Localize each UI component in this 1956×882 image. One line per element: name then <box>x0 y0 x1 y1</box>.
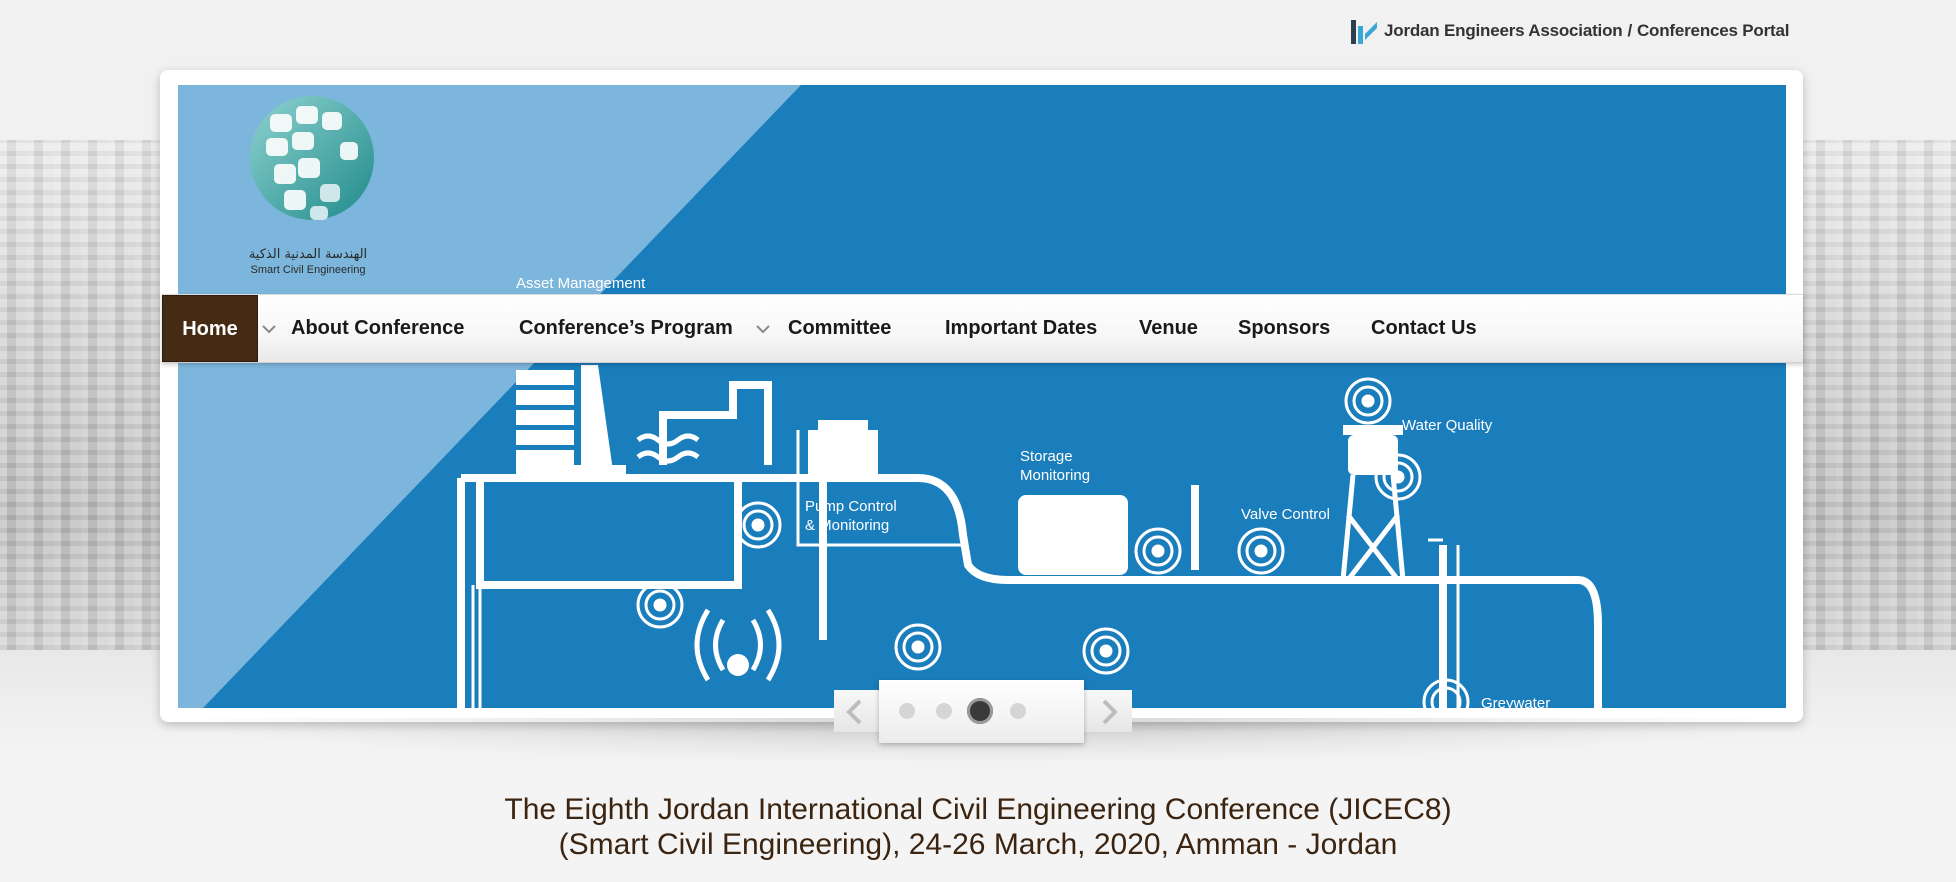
smart-civil-engineering-logo <box>250 96 374 220</box>
conference-title-line-2: (Smart Civil Engineering), 24-26 March, … <box>558 828 1398 861</box>
nav-item-important-dates[interactable]: Important Dates <box>945 317 1098 339</box>
label-water-quality: Water Quality <box>1402 417 1493 434</box>
label-storage-monitoring: Monitoring <box>1020 467 1090 484</box>
portal-name[interactable]: Conferences Portal <box>1636 21 1790 40</box>
jea-logo-icon <box>1351 20 1377 44</box>
water-network-illustration: Asset Management Pump Control & Monitori… <box>178 85 1602 708</box>
slider-next-icon[interactable] <box>1090 694 1128 730</box>
conference-title: The Eighth Jordan International Civil En… <box>0 792 1956 862</box>
label-asset-management: Asset Management <box>516 275 646 292</box>
chevron-down-icon[interactable] <box>754 320 772 338</box>
slider-dot-2[interactable] <box>936 703 952 719</box>
nav-item-contact-us[interactable]: Contact Us <box>1371 317 1477 339</box>
nav-item-sponsors[interactable]: Sponsors <box>1238 317 1331 339</box>
logo-english-text: Smart Civil Engineering <box>250 264 366 276</box>
slider-dot-4[interactable] <box>1010 703 1026 719</box>
slider-dot-3-active[interactable] <box>967 698 993 724</box>
hero-slider: Asset Management Pump Control & Monitori… <box>178 85 1786 708</box>
nav-item-venue[interactable]: Venue <box>1139 317 1198 339</box>
portal-org-name[interactable]: Jordan Engineers Association <box>1384 21 1623 40</box>
nav-item-home[interactable]: Home <box>162 295 258 362</box>
label-valve-control: Valve Control <box>1241 506 1330 523</box>
conference-title-line-1: The Eighth Jordan International Civil En… <box>504 793 1452 826</box>
main-navigation: Home About Conference Conference’s Progr… <box>162 294 1803 363</box>
label-storage: Storage <box>1020 448 1073 465</box>
nav-item-conference-program[interactable]: Conference’s Program <box>519 317 733 339</box>
chevron-down-icon[interactable] <box>260 320 278 338</box>
label-greywater: Greywater <box>1481 695 1550 708</box>
nav-item-about-conference[interactable]: About Conference <box>291 317 465 339</box>
logo-arabic-text: الهندسة المدنية الذكية <box>248 247 368 262</box>
nav-item-committee[interactable]: Committee <box>788 317 892 339</box>
slider-prev-icon[interactable] <box>836 694 874 730</box>
portal-separator: / <box>1627 21 1632 40</box>
portal-link[interactable]: Jordan Engineers Association / Conferenc… <box>1349 15 1789 47</box>
slider-dot-1[interactable] <box>899 703 915 719</box>
label-pump-monitoring: & Monitoring <box>805 517 889 534</box>
label-pump-control: Pump Control <box>805 498 897 515</box>
